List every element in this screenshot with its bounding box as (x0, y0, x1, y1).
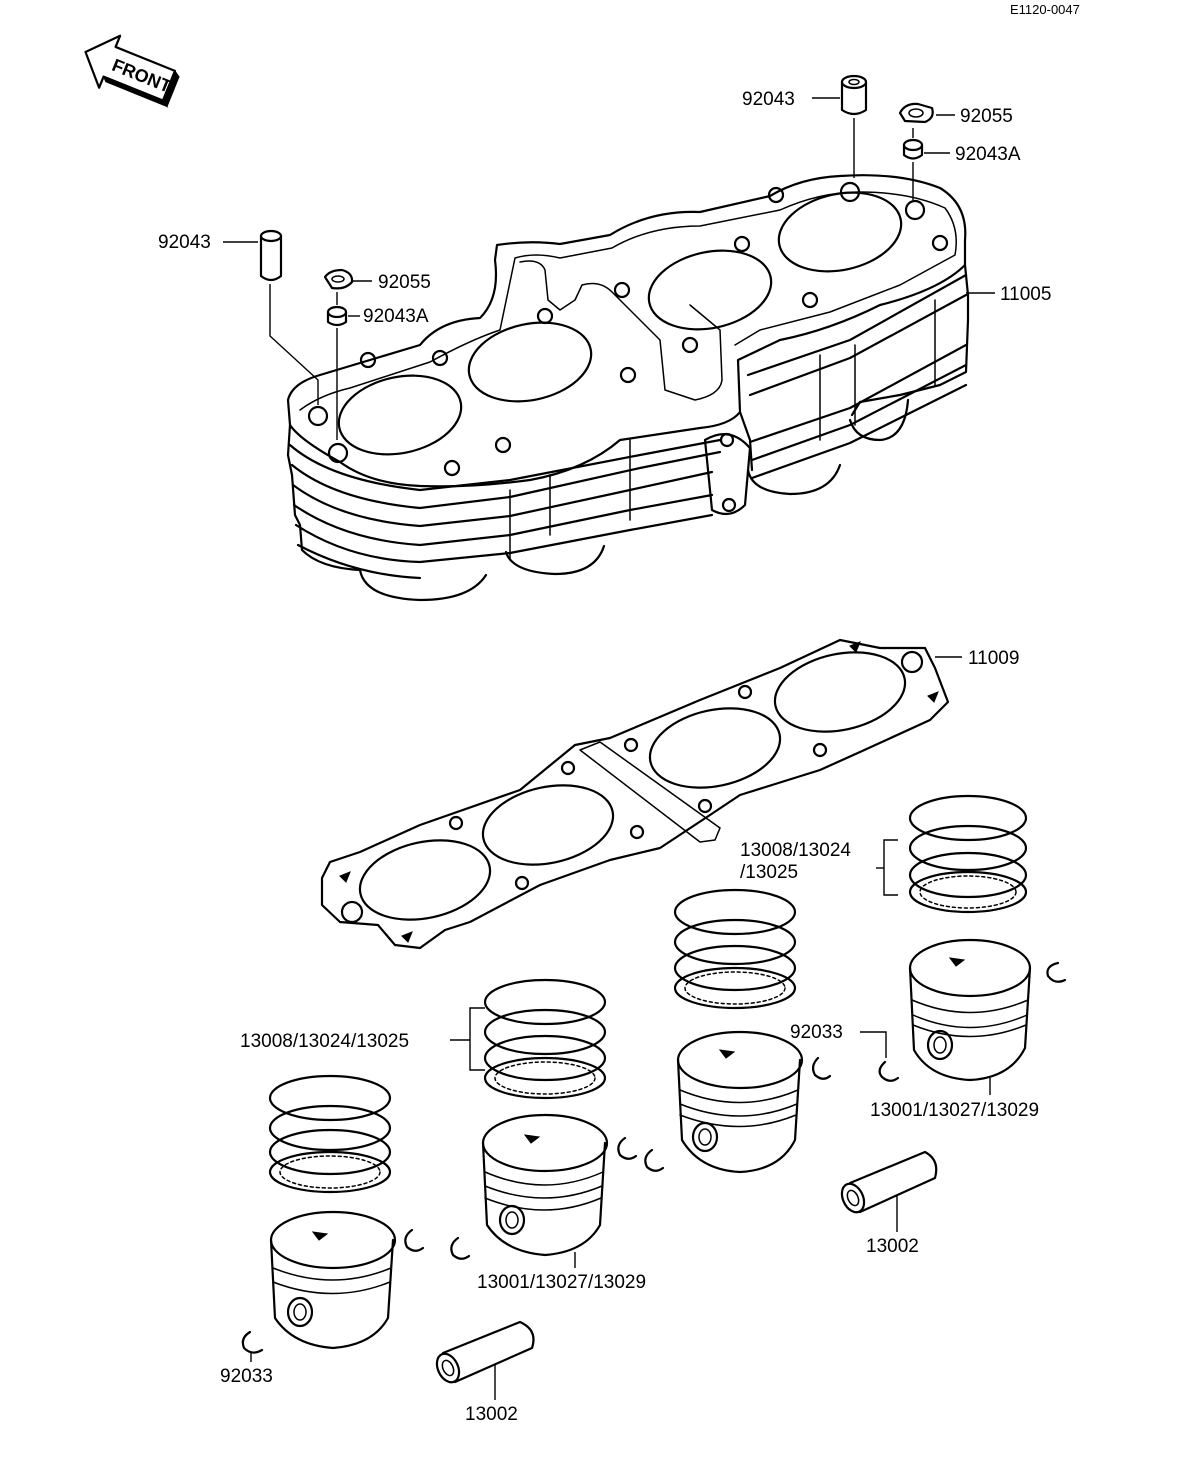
piston-ring-set-left (450, 978, 607, 1100)
label-head-gasket: 11009 (968, 648, 1019, 669)
label-clip-left: 92033 (220, 1366, 273, 1387)
clip-right-leader (860, 1031, 887, 1058)
piston-pin-clip-center-b (644, 1148, 665, 1172)
piston-pin-left (435, 1320, 535, 1400)
label-rings-left: 13008/13024/13025 (240, 1031, 409, 1052)
piston-right (908, 938, 1032, 1095)
piston-pin-clip-center-a (617, 1136, 638, 1160)
piston-pin-clip-left-a (404, 1228, 425, 1252)
piston-ring-set-far-left (268, 1074, 392, 1194)
piston-pin-clip-right-a (1046, 961, 1067, 983)
piston-pin-clip-left-b (450, 1236, 471, 1260)
piston-far-left (269, 1210, 397, 1350)
cylinder-block (286, 174, 970, 602)
piston-ring-set-right (876, 794, 1028, 914)
piston-ring-set-center (673, 888, 797, 1010)
label-rings-right-cont: /13025 (740, 862, 798, 883)
collar-left (326, 292, 360, 440)
label-piston-right: 13001/13027/13029 (870, 1100, 1039, 1121)
piston-pin-clip-right-b (878, 1060, 900, 1082)
dowel-pin-right (812, 74, 868, 178)
washer-left (323, 268, 372, 290)
label-collar-left: 92043A (363, 306, 429, 327)
label-collar-right: 92043A (955, 144, 1021, 165)
piston-center-right (676, 1030, 804, 1174)
label-washer-left: 92055 (378, 272, 431, 293)
label-dowel-left: 92043 (158, 232, 211, 253)
piston-pin-clip-center-right (811, 1056, 832, 1080)
label-cylinder-block: 11005 (1000, 284, 1051, 305)
washer-right (898, 102, 955, 124)
diagram-code: E1120-0047 (1010, 2, 1080, 17)
collar-right (902, 128, 950, 200)
label-washer-right: 92055 (960, 106, 1013, 127)
front-arrow: FRONT (84, 34, 180, 108)
piston-center-left (481, 1113, 609, 1268)
label-piston-center: 13001/13027/13029 (477, 1272, 646, 1293)
piston-pin-clip-left-c (241, 1330, 264, 1354)
head-gasket (320, 638, 950, 950)
label-pin-left: 13002 (465, 1404, 518, 1425)
label-dowel-right: 92043 (742, 89, 795, 110)
label-rings-right: 13008/13024 (740, 840, 851, 861)
label-pin-right: 13002 (866, 1236, 919, 1257)
piston-pin-right (840, 1150, 938, 1232)
dowel-pin-left (223, 229, 319, 405)
label-clip-right: 92033 (790, 1022, 843, 1043)
